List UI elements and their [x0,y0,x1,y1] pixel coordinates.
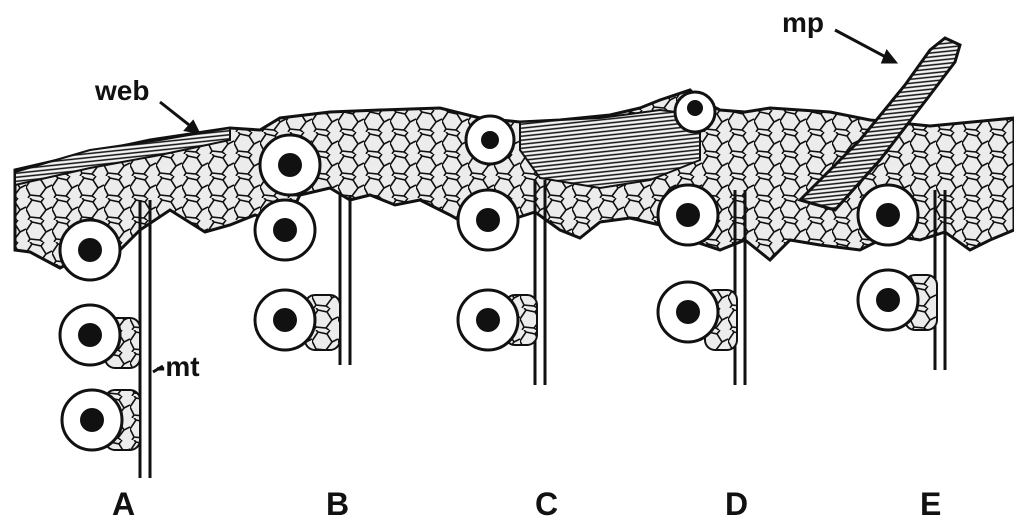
panel-label-e: E [920,486,941,522]
panel-label-d: D [725,486,748,522]
cell-clusters [105,275,937,450]
panel-label-b: B [326,486,349,522]
web-label: web [94,75,149,106]
panel-label-c: C [535,486,558,522]
mp-label: mp [782,7,824,38]
panel-label-a: A [112,486,135,522]
mt-label: -mt [156,351,200,382]
